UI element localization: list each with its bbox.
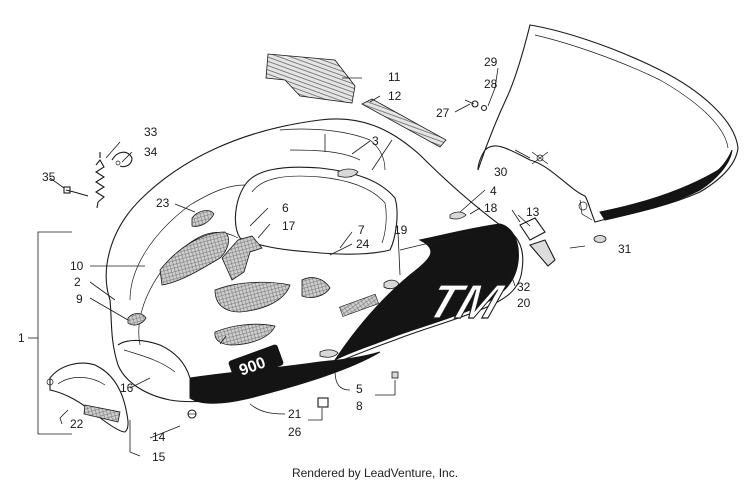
windshield [477, 24, 739, 223]
callout-3: 3 [372, 134, 379, 148]
arrow-decal [221, 235, 263, 281]
callout-8: 8 [356, 399, 363, 413]
callout-34: 34 [144, 145, 158, 159]
screw-and-washer [464, 99, 488, 112]
callout-31: 31 [618, 242, 632, 256]
callout-11: 11 [388, 70, 401, 84]
callout-6: 6 [282, 201, 289, 215]
callout-5: 5 [356, 382, 363, 396]
rivet [531, 151, 549, 165]
callout-33: 33 [144, 125, 158, 139]
callout-27: 27 [436, 106, 450, 120]
callout-20: 20 [517, 296, 531, 310]
callout-12: 12 [388, 89, 402, 103]
callout-9: 9 [76, 292, 83, 306]
callout-2: 2 [74, 275, 81, 289]
hood-side-strip-decal [361, 98, 447, 148]
callout-13: 13 [526, 205, 540, 219]
callout-10: 10 [70, 259, 84, 273]
callout-35: 35 [42, 170, 56, 184]
side-graphic-decal [189, 223, 519, 404]
callout-32: 32 [517, 280, 531, 294]
callout-7: 7 [358, 223, 365, 237]
front-bumper [46, 362, 129, 433]
callout-28: 28 [484, 77, 498, 91]
callout-18: 18 [484, 201, 498, 215]
hood-spring-assembly [63, 151, 133, 209]
callout-16: 16 [120, 381, 134, 395]
footer-credit: Rendered by LeadVenture, Inc. [291, 466, 459, 480]
callout-26: 26 [288, 425, 302, 439]
callout-15: 15 [152, 450, 166, 464]
fasteners [187, 217, 556, 419]
grommet [593, 235, 607, 243]
callout-4: 4 [490, 184, 497, 198]
hood-top-decal [265, 53, 356, 104]
callout-labels: 1 2 3 4 5 6 7 8 9 10 11 12 13 14 15 16 1… [18, 55, 632, 464]
callout-29: 29 [484, 55, 498, 69]
callout-30: 30 [494, 165, 508, 179]
callout-17: 17 [282, 219, 296, 233]
callout-21: 21 [288, 407, 302, 421]
callout-24: 24 [356, 237, 370, 251]
hood-body [105, 118, 524, 403]
callout-1: 1 [18, 331, 25, 345]
leader-lines [28, 67, 586, 457]
callout-22: 22 [70, 417, 84, 431]
callout-19: 19 [394, 223, 408, 237]
callout-14: 14 [152, 430, 166, 444]
hood-vents [127, 168, 467, 358]
callout-23: 23 [156, 196, 170, 210]
assembly-bracket [37, 231, 72, 435]
